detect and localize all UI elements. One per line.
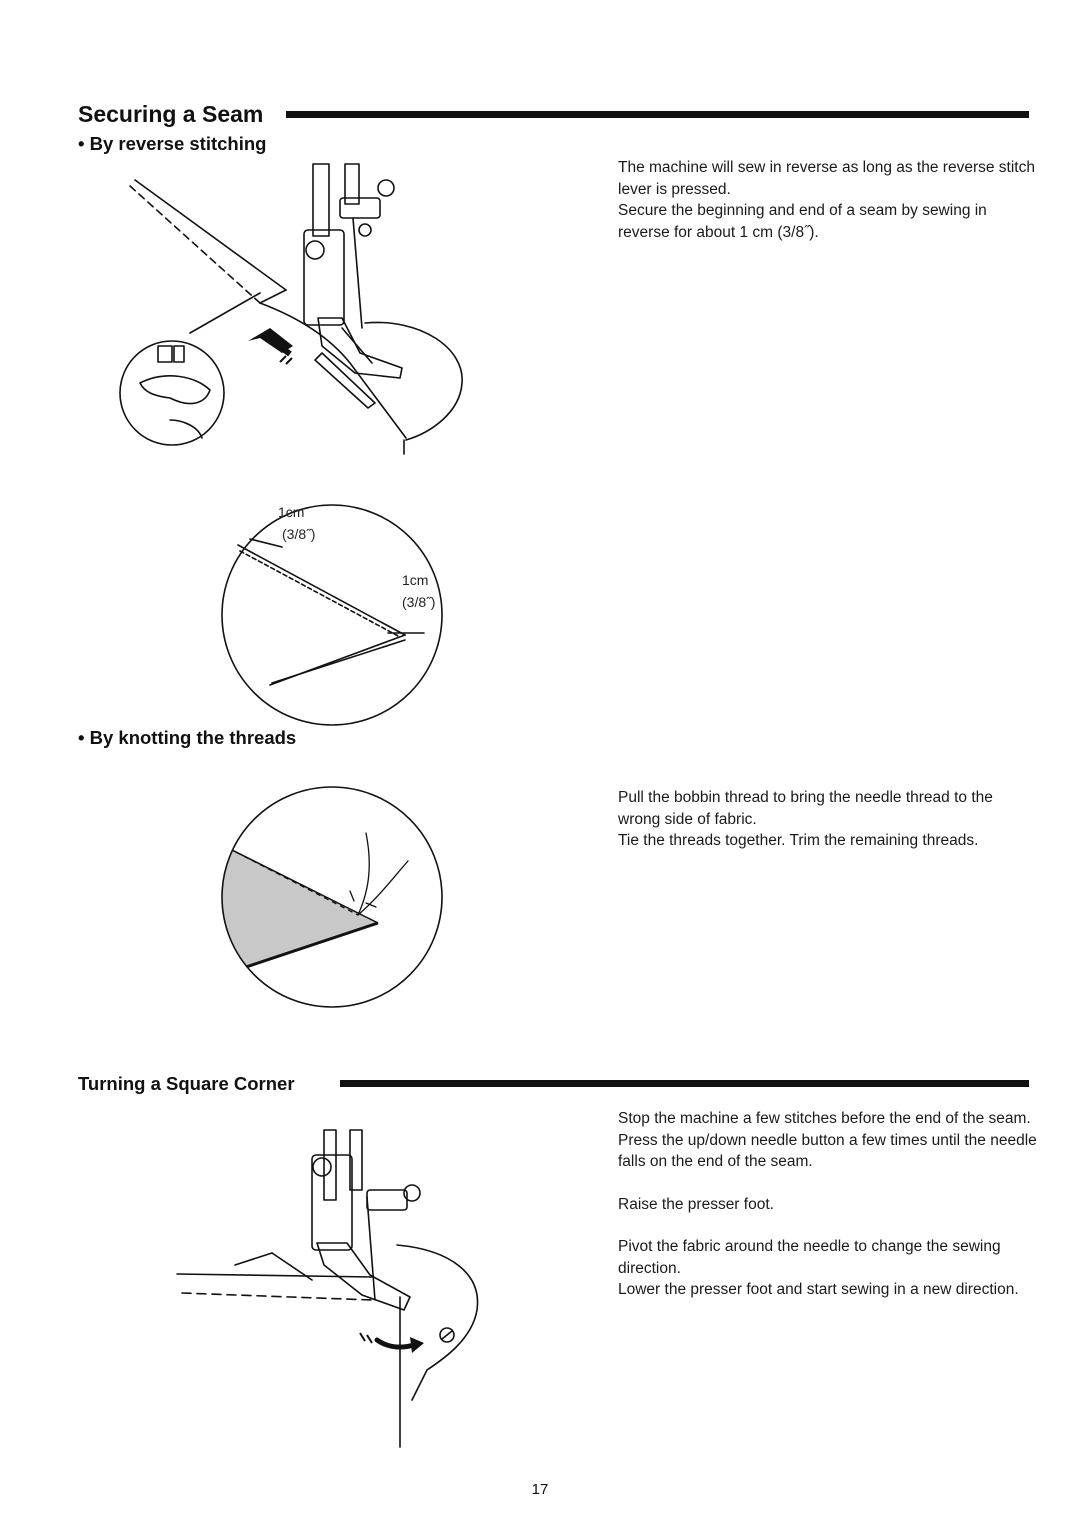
corner-text-1: Stop the machine a few stitches before t… — [618, 1110, 1031, 1127]
corner-text-4: Pivot the fabric around the needle to ch… — [618, 1238, 1001, 1277]
knotting-illustration — [221, 786, 443, 1008]
reverse-stitching-text: The machine will sew in reverse as long … — [618, 157, 1038, 243]
reverse-text-1: The machine will sew in reverse as long … — [618, 159, 1035, 198]
reverse-stitching-heading: • By reverse stitching — [78, 133, 267, 154]
page-title: Securing a Seam — [78, 101, 264, 127]
corner-text-5: Lower the presser foot and start sewing … — [618, 1281, 1019, 1298]
corner-text: Stop the machine a few stitches before t… — [618, 1108, 1038, 1301]
reverse-text-2: Secure the beginning and end of a seam b… — [618, 202, 987, 241]
detail-label-top-2: (3/8˝) — [282, 526, 315, 542]
knotting-heading: • By knotting the threads — [78, 727, 297, 748]
corner-heading: Turning a Square Corner — [78, 1073, 295, 1094]
reverse-detail-illustration: 1cm (3/8˝) 1cm (3/8˝) — [221, 504, 443, 726]
title-rule — [286, 111, 1029, 118]
knotting-text-2: Tie the threads together. Trim the remai… — [618, 832, 979, 849]
corner-text-3: Raise the presser foot. — [618, 1195, 774, 1213]
page-number: 17 — [531, 1481, 549, 1498]
detail-label-right-2: (3/8˝) — [402, 594, 435, 610]
knotting-text-1: Pull the bobbin thread to bring the need… — [618, 789, 993, 828]
corner-illustration — [176, 1129, 479, 1448]
detail-label-right-1: 1cm — [402, 572, 428, 588]
knotting-text: Pull the bobbin thread to bring the need… — [618, 787, 1038, 852]
corner-text-2: Press the up/down needle button a few ti… — [618, 1131, 1037, 1171]
detail-label-top-1: 1cm — [278, 504, 304, 520]
detail-circle — [221, 504, 443, 726]
reverse-stitching-illustration — [119, 163, 463, 455]
corner-rule — [340, 1080, 1029, 1087]
